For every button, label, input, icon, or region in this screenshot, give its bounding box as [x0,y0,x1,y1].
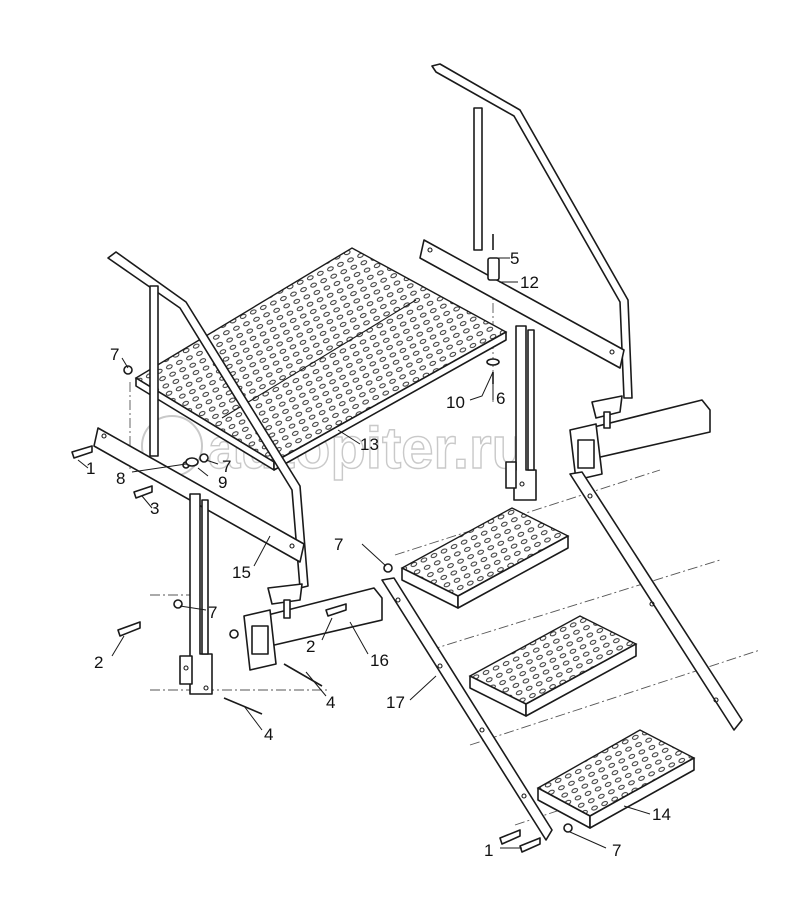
front-handrail [107,251,309,589]
stair-stringer-left [381,577,553,841]
callout-numbers: 5 12 10 6 13 7 1 8 7 9 3 15 7 2 2 16 4 4… [86,249,671,860]
stair-tread-3 [536,729,696,829]
callout-7-c: 7 [208,603,217,622]
callout-7-e: 7 [612,841,621,860]
front-support-leg [179,493,213,695]
callout-7-a: 7 [110,345,119,364]
callout-5: 5 [510,249,519,268]
callout-10: 10 [446,393,465,412]
callout-13: 13 [360,435,379,454]
callout-3: 3 [150,499,159,518]
callout-1-a: 1 [86,459,95,478]
stair-bracket-left [243,583,383,671]
stair-tread-1 [400,507,570,609]
callout-8: 8 [116,469,125,488]
callout-17: 17 [386,693,405,712]
platform-grating [134,247,508,471]
callout-12: 12 [520,273,539,292]
callout-15: 15 [232,563,251,582]
callout-14: 14 [652,805,671,824]
callout-1-b: 1 [484,841,493,860]
callout-4-a: 4 [326,693,335,712]
stair-stringer-right [569,471,743,731]
callout-6: 6 [496,389,505,408]
callout-4-b: 4 [264,725,273,744]
callout-2-b: 2 [306,637,315,656]
callout-2-a: 2 [94,653,103,672]
callout-7-d: 7 [334,535,343,554]
rear-support-leg [505,325,537,501]
fasteners [71,234,573,853]
callout-16: 16 [370,651,389,670]
callout-7-b: 7 [222,457,231,476]
rear-handrail [431,63,633,399]
callout-9: 9 [218,473,227,492]
stair-tread-2 [468,615,638,717]
stair-bracket-right [569,395,711,481]
rear-crossbar [419,239,625,369]
callout-leaders [77,257,651,849]
